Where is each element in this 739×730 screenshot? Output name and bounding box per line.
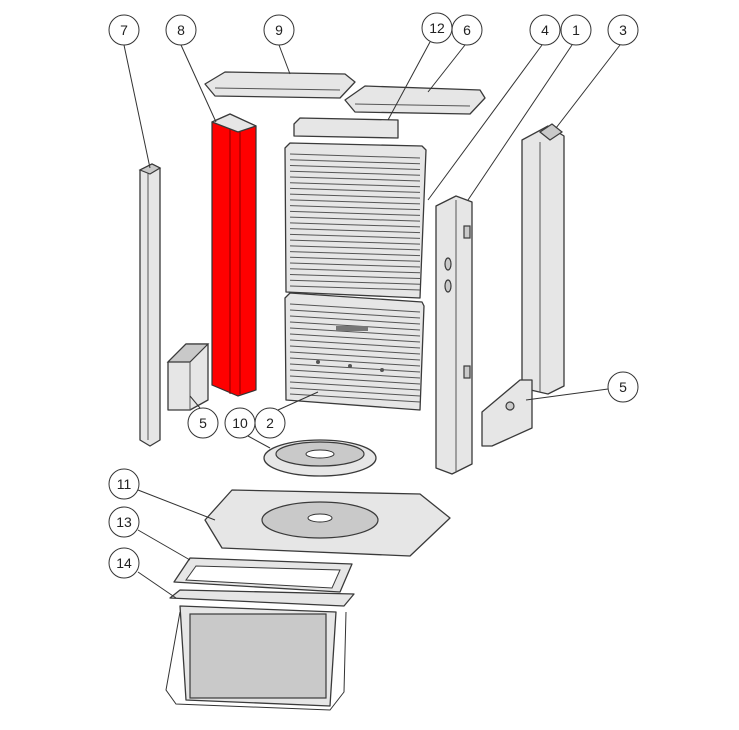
panel-rib bbox=[289, 303, 421, 313]
panel-rib bbox=[289, 176, 421, 182]
part-11-base-plate bbox=[204, 489, 451, 557]
panel-rib bbox=[289, 285, 421, 291]
panel-rib bbox=[289, 268, 421, 274]
callout-label: 10 bbox=[232, 415, 248, 431]
callout-1: 1 bbox=[560, 14, 592, 46]
part-5-left-brick bbox=[166, 343, 210, 411]
callout-9: 9 bbox=[263, 14, 295, 46]
callout-4: 4 bbox=[529, 14, 561, 46]
callout-label: 6 bbox=[463, 22, 471, 38]
panel-rib bbox=[289, 187, 421, 193]
leader-lines bbox=[123, 41, 621, 599]
callout-label: 13 bbox=[116, 514, 132, 530]
callout-6: 6 bbox=[451, 14, 483, 46]
callout-10: 10 bbox=[224, 407, 256, 439]
panel-rib bbox=[289, 153, 421, 159]
callout-label: 3 bbox=[619, 22, 627, 38]
callout-5-left: 5 bbox=[187, 407, 219, 439]
panel-rib bbox=[289, 315, 421, 325]
panel-rib bbox=[289, 193, 421, 199]
panel-rib bbox=[289, 251, 421, 257]
callout-label: 5 bbox=[619, 379, 627, 395]
panel-rib bbox=[289, 228, 421, 234]
panel-rib bbox=[289, 205, 421, 211]
callout-label: 2 bbox=[266, 415, 274, 431]
callout-label: 12 bbox=[429, 20, 445, 36]
callout-12: 12 bbox=[421, 12, 453, 44]
callout-label: 4 bbox=[541, 22, 549, 38]
panel-rib bbox=[289, 381, 421, 391]
callout-13: 13 bbox=[108, 506, 140, 538]
part-1-front-pillar bbox=[435, 195, 473, 475]
callout-11: 11 bbox=[108, 468, 140, 500]
panel-rib bbox=[289, 239, 421, 245]
callout-8: 8 bbox=[165, 14, 197, 46]
panel-rib bbox=[289, 210, 421, 216]
panel-rib bbox=[289, 159, 421, 165]
panel-rib bbox=[289, 357, 421, 367]
upper-back-panel bbox=[284, 142, 427, 299]
callout-14: 14 bbox=[108, 547, 140, 579]
callout-label: 7 bbox=[120, 22, 128, 38]
part-6-top-plate bbox=[344, 85, 486, 115]
callout-2: 2 bbox=[254, 407, 286, 439]
panel-rib bbox=[289, 245, 421, 251]
panel-rib bbox=[289, 279, 421, 285]
panel-rib bbox=[289, 182, 421, 188]
panel-rib bbox=[289, 222, 421, 228]
callout-label: 8 bbox=[177, 22, 185, 38]
panel-rib bbox=[289, 309, 421, 319]
callout-5-right: 5 bbox=[607, 371, 639, 403]
panel-rib bbox=[289, 164, 421, 170]
panel-rib bbox=[289, 170, 421, 176]
panel-rib bbox=[289, 333, 421, 343]
panel-rib bbox=[289, 375, 421, 385]
panel-rib bbox=[289, 274, 421, 280]
panel-rib bbox=[289, 262, 421, 268]
part-13-frame bbox=[173, 557, 353, 593]
panel-rib bbox=[289, 327, 421, 337]
callout-label: 5 bbox=[199, 415, 207, 431]
part-14-ash-pan bbox=[165, 589, 355, 711]
panel-rib bbox=[289, 339, 421, 349]
callout-label: 14 bbox=[116, 555, 132, 571]
panel-rib bbox=[289, 216, 421, 222]
panel-rib bbox=[289, 256, 421, 262]
part-9-top-plate bbox=[204, 71, 356, 99]
part-2-lower-back-panel bbox=[284, 292, 425, 411]
part-10-grate bbox=[263, 439, 377, 477]
part-7-side-pillar bbox=[138, 163, 162, 447]
panel-rib bbox=[289, 387, 421, 397]
panel-rib bbox=[289, 345, 421, 355]
part-12-bar bbox=[293, 117, 399, 139]
part-3-right-pillar bbox=[521, 123, 565, 395]
panel-rib bbox=[289, 351, 421, 361]
callout-7: 7 bbox=[108, 14, 140, 46]
callout-label: 9 bbox=[275, 22, 283, 38]
callout-label: 1 bbox=[572, 22, 580, 38]
panel-rib bbox=[289, 233, 421, 239]
part-5-right-brick bbox=[481, 379, 533, 447]
part-8-highlighted-side bbox=[211, 113, 257, 397]
panel-rib bbox=[289, 199, 421, 205]
callout-3: 3 bbox=[607, 14, 639, 46]
panel-rib bbox=[289, 363, 421, 373]
panel-rib bbox=[289, 369, 421, 379]
callout-label: 11 bbox=[117, 476, 132, 492]
